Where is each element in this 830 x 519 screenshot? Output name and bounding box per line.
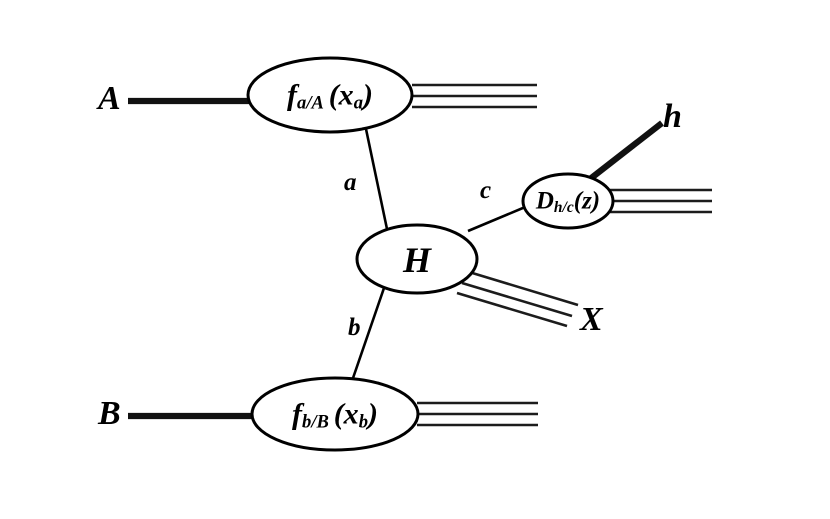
remnant-x-label: X (580, 301, 603, 338)
pdf-blob-b[interactable] (250, 376, 420, 452)
detected-hadron-line (588, 120, 664, 182)
remnant-line-x-3 (456, 291, 568, 328)
parton-a-label: a (344, 169, 357, 196)
pdf-blob-a-label: fa/A(xa) (287, 78, 373, 114)
remnant-line-x-2 (461, 281, 573, 318)
parton-b-label: b (348, 314, 361, 341)
detected-hadron-label: h (663, 98, 682, 135)
pdf-blob-b-label: fb/B(xb) (292, 397, 378, 433)
fragmentation-blob-label: Dh/c(z) (535, 187, 601, 216)
parton-line-b (350, 287, 386, 382)
remnant-lines-x (456, 270, 579, 328)
remnant-lines-fragmentation (609, 188, 712, 214)
remnant-lines-a (412, 83, 537, 109)
remnant-line-x-1 (468, 270, 579, 307)
hard-scattering-blob[interactable] (355, 223, 479, 295)
hadron-a-label: A (98, 80, 121, 117)
remnant-lines-b (417, 401, 538, 427)
parton-line-a (364, 128, 389, 230)
pdf-blob-a[interactable] (246, 56, 414, 134)
parton-line-c (467, 203, 531, 233)
hard-scattering-blob-label: H (402, 240, 432, 280)
fragmentation-blob[interactable] (521, 172, 615, 230)
hadron-b-label: B (98, 395, 121, 432)
parton-c-label: c (480, 177, 492, 204)
